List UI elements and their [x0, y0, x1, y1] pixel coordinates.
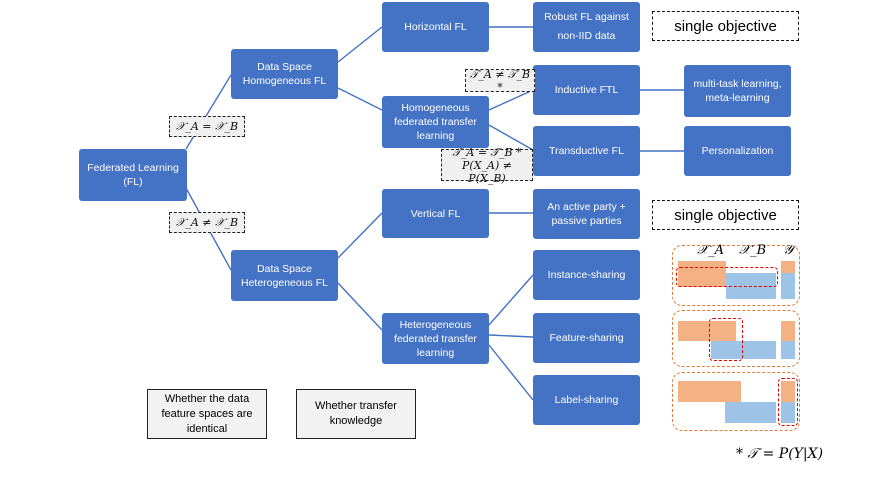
node-active-passive-parties: An active party + passive parties: [533, 189, 640, 239]
node-federated-learning: Federated Learning (FL): [79, 149, 187, 201]
party-a-labels: [781, 261, 795, 273]
party-b-labels: [781, 273, 795, 299]
node-vertical-fl: Vertical FL: [382, 189, 489, 238]
node-robust-fl: Robust FL against non-IID data: [533, 2, 640, 52]
panel-header-xb: 𝒳_B: [739, 243, 767, 258]
node-instance-sharing: Instance-sharing: [533, 250, 640, 300]
shared-instances-highlight: [676, 267, 778, 287]
party-a-features: [678, 261, 726, 287]
party-b-features: [725, 402, 776, 423]
party-a-labels: [781, 381, 795, 402]
panel-feature-sharing: [672, 310, 800, 367]
node-homogeneous-ftl: Homogeneous federated transfer learning: [382, 96, 489, 148]
node-feature-sharing: Feature-sharing: [533, 313, 640, 363]
node-horizontal-fl: Horizontal FL: [382, 2, 489, 52]
legend-feature-space: Whether the data feature spaces are iden…: [147, 389, 267, 439]
panel-label-sharing: [672, 372, 800, 431]
edge-hetero-heteroftl: [337, 282, 383, 331]
node-personalization: Personalization: [684, 126, 791, 176]
edge-homoftl-transductive: [488, 124, 534, 151]
shared-labels-highlight: [778, 378, 798, 426]
party-b-labels: [781, 341, 795, 359]
panel-header-y: 𝒴: [783, 243, 794, 258]
condition-task-equal-distribution-differs: 𝒯_A = 𝒯_B * P(X_A) ≠ P(X_B): [441, 146, 533, 185]
node-data-space-homogeneous-fl: Data Space Homogeneous FL: [231, 49, 338, 99]
edge-homoftl-inductive: [488, 89, 534, 111]
edge-heteroftl-feature: [488, 334, 534, 338]
node-multitask-metalearning: multi-task learning, meta-learning: [684, 65, 791, 117]
edge-hetero-vertical: [337, 212, 383, 259]
party-b-features: [711, 341, 776, 359]
footnote-task-definition: * 𝒯 = P(Y|X): [736, 446, 824, 462]
edge-fl-homo: [185, 74, 232, 150]
edge-homo-horizontal: [337, 26, 383, 63]
condition-task-not-equal: 𝒯_A ≠ 𝒯_B *: [465, 68, 535, 94]
node-heterogeneous-ftl: Heterogeneous federated transfer learnin…: [382, 313, 489, 364]
party-a-labels: [781, 321, 795, 341]
party-a-features: [678, 321, 736, 341]
party-a-features: [678, 381, 741, 402]
panel-instance-sharing: 𝒳_A 𝒳_B 𝒴: [672, 243, 800, 306]
party-b-labels: [781, 402, 795, 423]
condition-feature-space-not-equal: 𝒳_A ≠ 𝒳_B: [169, 212, 245, 233]
node-transductive-fl: Transductive FL: [533, 126, 640, 176]
edge-homo-homoftl: [337, 87, 383, 111]
shared-features-highlight: [709, 318, 743, 361]
node-label-sharing: Label-sharing: [533, 375, 640, 425]
node-data-space-heterogeneous-fl: Data Space Heterogeneous FL: [231, 250, 338, 301]
legend-transfer-knowledge: Whether transfer knowledge: [296, 389, 416, 439]
edge-heteroftl-instance: [488, 274, 534, 326]
condition-feature-space-equal: 𝒳_A = 𝒳_B: [169, 116, 245, 137]
edge-heteroftl-label: [488, 344, 534, 401]
panel-header-xa: 𝒳_A: [697, 243, 725, 258]
node-inductive-ftl: Inductive FTL: [533, 65, 640, 115]
single-objective-bottom: single objective: [652, 200, 799, 230]
single-objective-top: single objective: [652, 11, 799, 41]
